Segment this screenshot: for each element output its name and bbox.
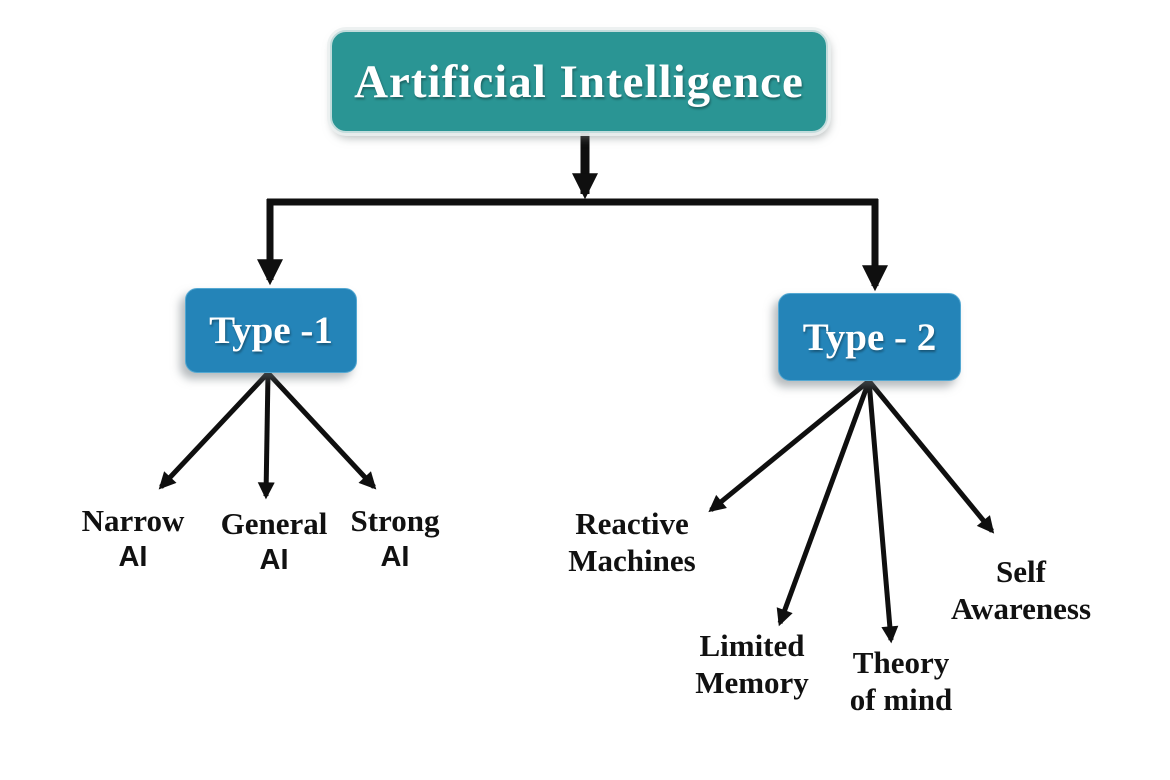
leaf-strong-ai: Strong AI bbox=[350, 502, 439, 576]
leaf-theory-of-mind-line1: Theory bbox=[852, 645, 950, 680]
arrow-type2-to-theory-of-mind bbox=[866, 380, 899, 644]
arrow-type2-to-reactive-machines bbox=[708, 379, 871, 513]
arrow-type2-to-limited-memory bbox=[776, 380, 872, 627]
leaf-self-awareness: Self Awareness bbox=[951, 553, 1091, 627]
leaf-reactive-machines-line1: Reactive bbox=[575, 506, 689, 541]
leaf-strong-ai-line1: Strong bbox=[350, 503, 440, 538]
leaf-general-ai: General AI bbox=[221, 505, 328, 579]
leaf-reactive-machines: Reactive Machines bbox=[568, 505, 695, 579]
root-node-label: Artificial Intelligence bbox=[354, 55, 804, 108]
arrow-type1-to-strong-ai bbox=[266, 371, 377, 490]
leaf-theory-of-mind: Theory of mind bbox=[850, 644, 953, 718]
leaf-limited-memory-line1: Limited bbox=[699, 628, 805, 663]
arrow-type1-to-general-ai bbox=[257, 372, 275, 500]
arrow-type1-to-narrow-ai bbox=[158, 371, 270, 490]
type2-label: Type - 2 bbox=[802, 315, 937, 359]
leaf-narrow-ai-line1: Narrow bbox=[81, 503, 185, 538]
leaf-narrow-ai-line2: AI bbox=[118, 541, 148, 573]
leaf-general-ai-line1: General bbox=[220, 506, 328, 541]
leaf-self-awareness-line1: Self bbox=[996, 554, 1046, 589]
leaf-reactive-machines-line2: Machines bbox=[568, 543, 696, 578]
leaf-strong-ai-line2: AI bbox=[380, 541, 410, 573]
leaf-limited-memory-line2: Memory bbox=[695, 665, 809, 700]
arrow-type2-to-self-awareness bbox=[867, 379, 995, 534]
branch-node-type2: Type - 2 bbox=[778, 293, 961, 381]
branch-node-type1: Type -1 bbox=[185, 288, 357, 373]
leaf-limited-memory: Limited Memory bbox=[695, 627, 809, 701]
leaf-theory-of-mind-line2: of mind bbox=[849, 682, 953, 717]
leaf-general-ai-line2: AI bbox=[259, 544, 289, 576]
leaf-self-awareness-line2: Awareness bbox=[950, 591, 1092, 626]
type1-label: Type -1 bbox=[209, 309, 333, 352]
leaf-narrow-ai: Narrow AI bbox=[82, 502, 185, 576]
root-node-artificial-intelligence: Artificial Intelligence bbox=[330, 30, 828, 133]
